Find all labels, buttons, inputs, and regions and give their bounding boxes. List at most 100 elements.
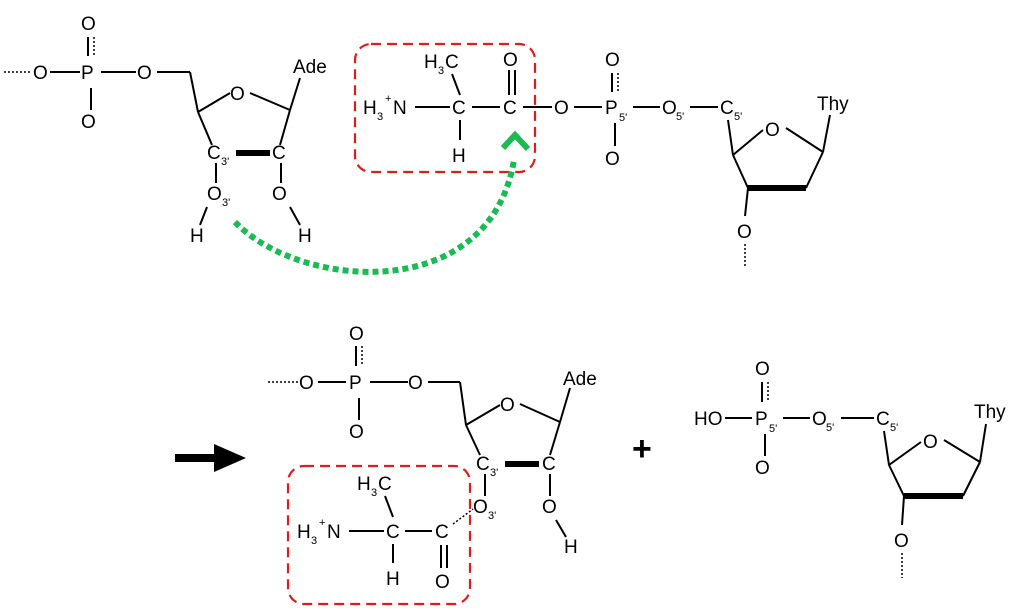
o3-oxygen: O (207, 184, 222, 205)
base-bond (289, 77, 301, 111)
o3-oxygen: O (894, 531, 909, 552)
adenine-label: Ade (563, 369, 597, 390)
attack-arrow-path (232, 159, 517, 275)
ring-bond (279, 109, 291, 146)
alpha-hydrogen: H (386, 569, 400, 590)
ester-bond (452, 508, 474, 525)
alanine-highlight-box (286, 464, 472, 606)
amine-h: H (297, 522, 311, 543)
adenosine-ribose: O Ade C 3' C O 3' H O H (189, 57, 327, 247)
methyl-subscript: 3 (371, 487, 377, 499)
methyl-c: C (378, 474, 392, 495)
ring-bond (805, 151, 824, 189)
methyl-c: C (445, 52, 459, 73)
carbonyl-carbon: C (503, 98, 517, 119)
c5-carbon: C (876, 409, 890, 430)
alpha-hydrogen: H (452, 146, 466, 167)
c5-subscript: 5' (734, 111, 742, 123)
phosphorus: P (349, 373, 362, 394)
amine-n: N (393, 98, 407, 119)
amine-n: N (327, 522, 341, 543)
ring-bond (888, 464, 905, 497)
c5-bond (189, 71, 199, 113)
thymine-label: Thy (974, 402, 1006, 423)
o5-oxygen: O (662, 98, 677, 119)
reactant: O P O O O O Ade C 3' C O (4, 14, 849, 275)
c5-subscript: 5' (890, 422, 898, 434)
c5-carbon: C (720, 98, 734, 119)
bridge-phosphate-group: O P 5' O O O 5' C 5' (554, 50, 742, 170)
o2-hydrogen: H (564, 537, 578, 558)
ring-oxygen: O (230, 84, 245, 105)
base-bond (559, 387, 571, 423)
phosphate-oxygen-left: O (33, 63, 48, 84)
reaction-arrow (175, 444, 246, 472)
o3-subscript: 3' (222, 197, 230, 209)
bond (289, 206, 301, 226)
o5-subscript: 5' (826, 422, 834, 434)
p5-oxygen-bottom: O (605, 149, 620, 170)
p5-oxygen-top: O (755, 359, 770, 380)
ring-bond (465, 424, 481, 456)
attack-arrow-head (500, 130, 531, 152)
c3-carbon: C (476, 454, 490, 475)
ring-oxygen: O (765, 120, 780, 141)
p5-subscript: 5' (619, 112, 627, 124)
amine-h: H (363, 98, 377, 119)
amine-charge: + (385, 93, 391, 105)
phosphate-oxygen-left: O (299, 373, 314, 394)
o2-oxygen: O (272, 184, 287, 205)
o3-subscript: 3' (488, 510, 496, 522)
bond (883, 430, 890, 466)
base-bond (979, 423, 987, 463)
p5-oxygen-bottom: O (755, 458, 770, 479)
ring-bond (197, 92, 231, 113)
bond (744, 187, 749, 217)
ring-bond (249, 92, 291, 111)
carbonyl-oxygen: O (435, 572, 450, 593)
amine-subscript: 3 (377, 111, 383, 123)
o3-oxygen: O (737, 222, 752, 243)
c3-subscript: 3' (490, 467, 498, 479)
aminoacyl-adenosine-product: O P O O O O Ade C 3' C O 3' O H H 3 C (268, 324, 597, 606)
alanine-highlight-box (353, 42, 537, 174)
p5-oxygen-top: O (605, 50, 620, 71)
methyl-h: H (424, 52, 438, 73)
phosphate-oxygen-bottom: O (81, 112, 96, 133)
p5-phosphorus: P (605, 98, 618, 119)
carbonyl-oxygen: O (503, 50, 518, 71)
methyl-subscript: 3 (438, 65, 444, 77)
bond (199, 206, 208, 226)
phosphate-oxygen-top: O (349, 324, 364, 345)
amine-subscript: 3 (311, 535, 317, 547)
ring-bond (197, 111, 213, 146)
c3-subscript: 3' (221, 156, 229, 168)
thymine-label: Thy (817, 94, 849, 115)
bridge-oxygen: O (554, 98, 569, 119)
c3-carbon: C (207, 143, 221, 164)
base-bond (822, 114, 831, 153)
phosphorus: P (81, 63, 94, 84)
ring-oxygen: O (500, 395, 515, 416)
nucleophilic-attack-arrow (232, 130, 531, 275)
c5-bond (459, 381, 467, 426)
plus-sign: + (632, 430, 652, 468)
p5-subscript: 5' (769, 423, 777, 435)
hydroxyl-ho: HO (694, 409, 723, 430)
phosphate-oxygen-right: O (408, 373, 423, 394)
bond (384, 495, 394, 518)
c2-carbon: C (542, 454, 556, 475)
o3-hydrogen: H (190, 226, 204, 247)
alanyl-group: H 3 C H 3 + N C H C O (363, 50, 552, 167)
ring-bond (732, 129, 764, 156)
adenine-label: Ade (293, 57, 327, 78)
o2-oxygen: O (542, 497, 557, 518)
o3-oxygen: O (473, 497, 488, 518)
ring-bond (549, 421, 561, 456)
amine-charge: + (319, 517, 325, 529)
phosphate-oxygen-bottom: O (349, 422, 364, 443)
bond (451, 73, 461, 96)
ring-bond (465, 404, 501, 426)
ring-bond (785, 127, 824, 153)
